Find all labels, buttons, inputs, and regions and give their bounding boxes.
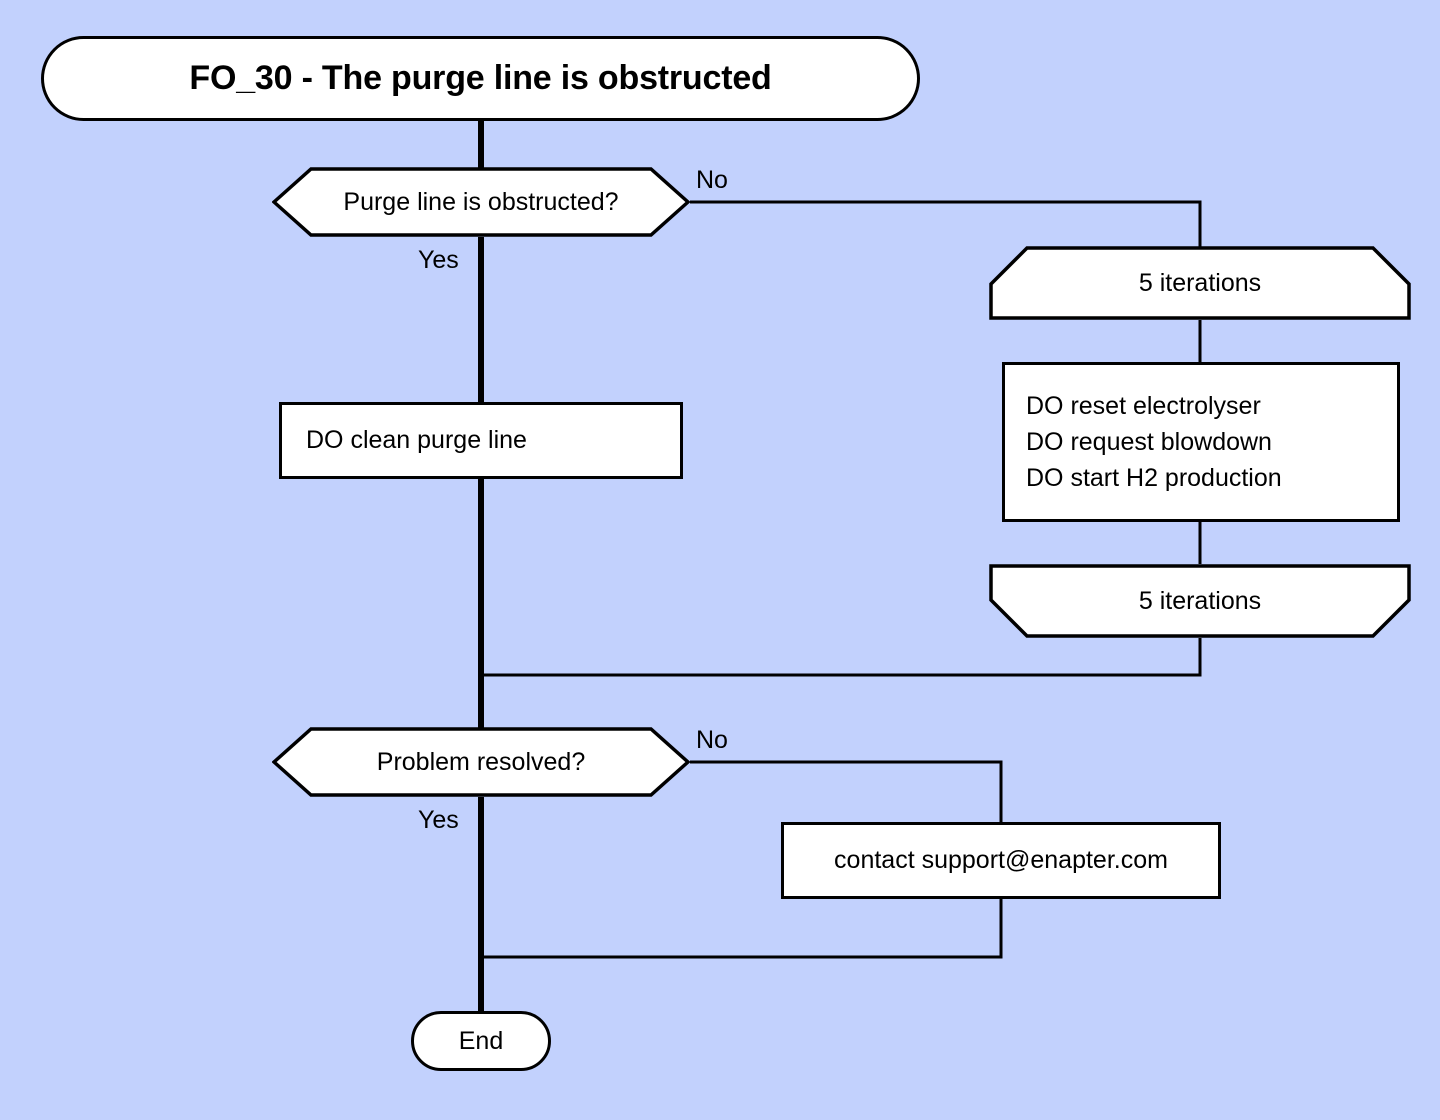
node-action-contact-support: contact support@enapter.com xyxy=(781,822,1221,899)
hexagon-shape xyxy=(272,727,690,797)
hexagon-shape xyxy=(272,167,690,237)
node-loop-end-label: 5 iterations xyxy=(1138,586,1262,615)
edge-decision2-no xyxy=(690,760,1003,822)
node-support-label: contact support@enapter.com xyxy=(834,846,1168,874)
edge-decision1-no xyxy=(690,200,1202,247)
edge-label-decision1-yes: Yes xyxy=(418,246,459,274)
node-end: End xyxy=(411,1011,551,1071)
loop-end-shape xyxy=(989,564,1411,638)
edge-loopend-return xyxy=(481,638,1202,677)
edge-label-decision2-yes: Yes xyxy=(418,806,459,834)
node-loop-end-5-iterations: 5 iterations xyxy=(989,564,1411,638)
node-decision-problem-resolved: Problem resolved? xyxy=(272,727,690,797)
node-action-clean-purge-line: DO clean purge line xyxy=(279,402,683,479)
node-decision-1-label: Purge line is obstructed? xyxy=(343,187,619,216)
loop-start-shape xyxy=(989,246,1411,320)
edge-label-decision2-no: No xyxy=(696,726,728,754)
node-decision-purge-line-obstructed: Purge line is obstructed? xyxy=(272,167,690,237)
node-loop-start-label: 5 iterations xyxy=(1138,268,1262,297)
node-end-label: End xyxy=(458,1026,504,1055)
node-title: FO_30 - The purge line is obstructed xyxy=(41,36,920,121)
edge-support-return xyxy=(481,899,1003,959)
node-actions-block: DO reset electrolyser DO request blowdow… xyxy=(1002,362,1400,522)
node-title-label: FO_30 - The purge line is obstructed xyxy=(189,59,772,97)
node-action-line-2: DO request blowdown xyxy=(1026,428,1272,456)
edge-label-decision1-no: No xyxy=(696,166,728,194)
node-action-clean-label: DO clean purge line xyxy=(306,426,527,454)
node-loop-start-5-iterations: 5 iterations xyxy=(989,246,1411,320)
node-action-line-1: DO reset electrolyser xyxy=(1026,392,1261,420)
node-decision-2-label: Problem resolved? xyxy=(376,747,586,776)
node-action-line-3: DO start H2 production xyxy=(1026,464,1282,492)
